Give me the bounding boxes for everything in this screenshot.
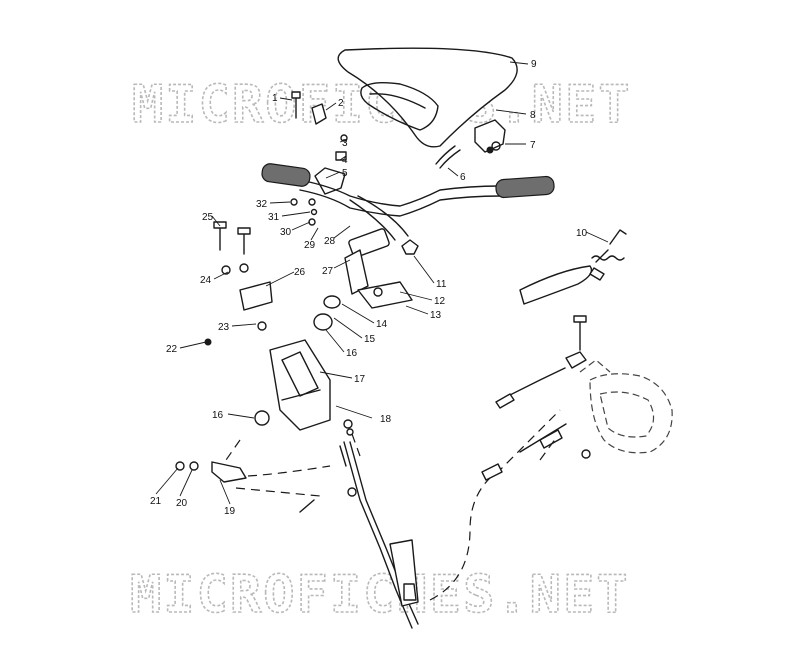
callout-1: 1: [272, 93, 278, 104]
callout-22: 22: [166, 344, 178, 355]
throttle-cable: [343, 351, 587, 629]
callout-2: 2: [338, 98, 344, 109]
callout-26: 26: [294, 267, 306, 278]
callout-16-lower: 16: [212, 410, 224, 421]
callout-7: 7: [530, 140, 536, 151]
callout-14: 14: [376, 319, 388, 330]
callout-8: 8: [530, 110, 536, 121]
callout-9: 9: [531, 59, 537, 70]
throttle-control: [435, 119, 506, 169]
callout-15: 15: [364, 334, 376, 345]
callout-12: 12: [434, 296, 446, 307]
right-grip: [495, 175, 555, 199]
callout-4: 4: [342, 155, 348, 166]
callout-30: 30: [280, 227, 292, 238]
steering-column: [239, 228, 390, 431]
callout-24: 24: [200, 275, 212, 286]
callouts: 1 2 3 4 5 6 7 8 9 10 11 12 13 14 15 16 1…: [150, 59, 588, 517]
callout-18: 18: [380, 414, 392, 425]
bracket: [357, 239, 419, 309]
callout-23: 23: [218, 322, 230, 333]
callout-27: 27: [322, 266, 334, 277]
linkage-lines: [225, 433, 557, 497]
callout-3: 3: [342, 138, 348, 149]
tether-cord: [519, 229, 627, 305]
callout-16: 16: [346, 348, 358, 359]
callout-17: 17: [354, 374, 366, 385]
leader-lines: [155, 61, 609, 505]
callout-32: 32: [256, 199, 268, 210]
left-grip: [261, 163, 311, 187]
callout-29: 29: [304, 240, 316, 251]
hardware: [175, 91, 591, 513]
handlebar-pad: [337, 47, 518, 148]
callout-25: 25: [202, 212, 214, 223]
callout-20: 20: [176, 498, 188, 509]
callout-11: 11: [436, 279, 447, 290]
watermark-bottom: MICROFICHES.NET: [130, 565, 630, 625]
callout-19: 19: [224, 506, 236, 517]
callout-13: 13: [430, 310, 442, 321]
callout-28: 28: [324, 236, 336, 247]
callout-5: 5: [342, 168, 348, 179]
handlebar: [261, 163, 555, 241]
callout-21: 21: [150, 496, 162, 507]
callout-10: 10: [576, 228, 588, 239]
engine-outline: [579, 359, 673, 454]
callout-31: 31: [268, 212, 280, 223]
callout-6: 6: [460, 172, 466, 183]
